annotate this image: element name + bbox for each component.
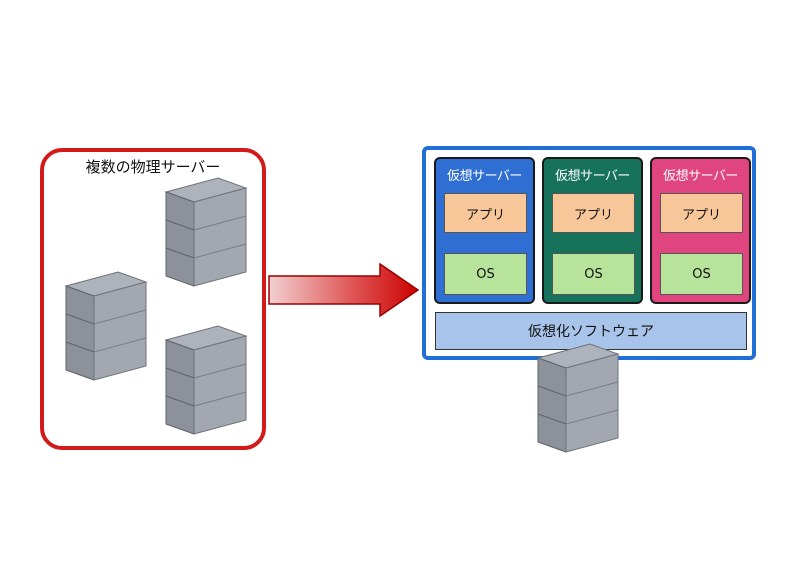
virtual-server-label: 仮想サーバー	[447, 169, 522, 184]
virtual-server-2: 仮想サーバー アプリ OS	[542, 157, 643, 304]
app-block: アプリ	[552, 193, 635, 233]
server-tower-icon	[64, 271, 148, 381]
server-tower-icon	[164, 177, 248, 287]
virtual-server-label: 仮想サーバー	[663, 169, 738, 184]
virtualization-software-layer: 仮想化ソフトウェア	[435, 312, 747, 350]
virtualized-host: 仮想サーバー アプリ OS 仮想サーバー アプリ OS 仮想サーバー アプリ O…	[422, 146, 756, 360]
os-block: OS	[660, 253, 743, 295]
virtual-server-3: 仮想サーバー アプリ OS	[650, 157, 751, 304]
virtual-server-label: 仮想サーバー	[555, 169, 630, 184]
right-arrow-icon	[268, 262, 420, 318]
server-tower-icon	[536, 343, 620, 453]
os-block: OS	[552, 253, 635, 295]
app-block: アプリ	[444, 193, 527, 233]
os-block: OS	[444, 253, 527, 295]
app-block: アプリ	[660, 193, 743, 233]
virtual-server-1: 仮想サーバー アプリ OS	[434, 157, 535, 304]
server-tower-icon	[164, 325, 248, 435]
physical-servers-title: 複数の物理サーバー	[85, 158, 221, 176]
